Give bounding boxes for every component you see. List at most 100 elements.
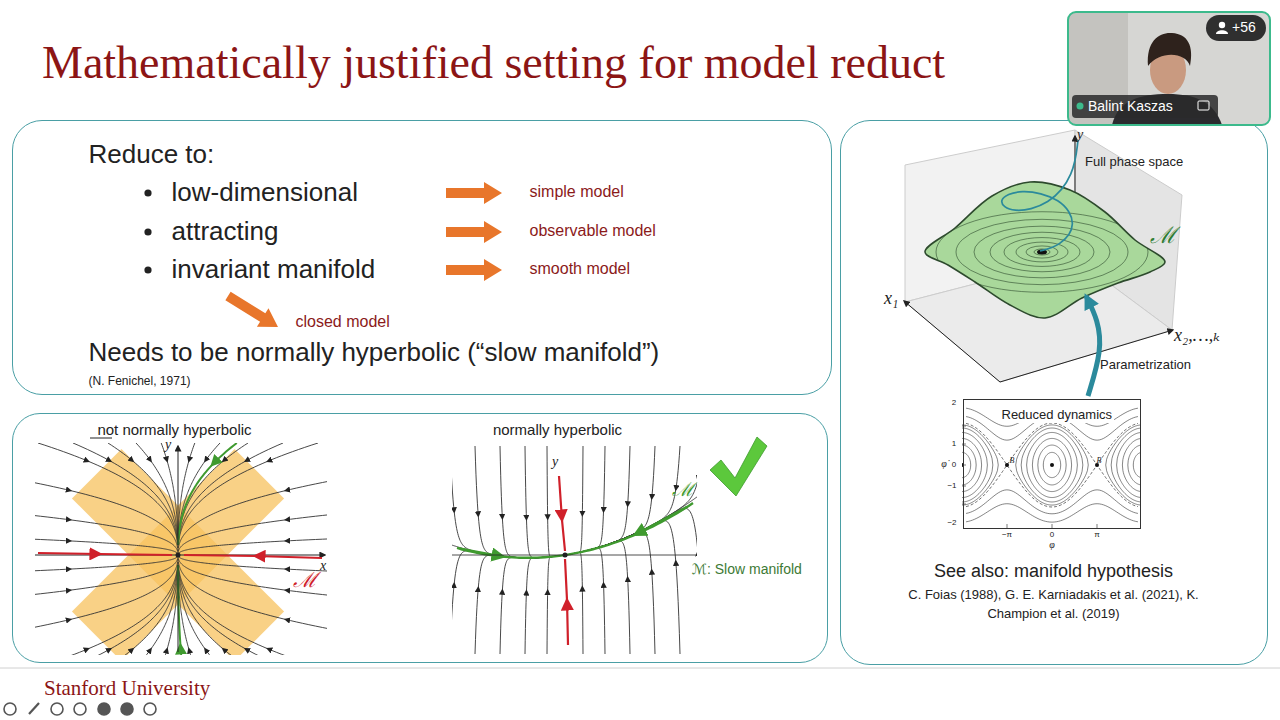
- tick: [1052, 524, 1053, 528]
- trajectory: [178, 565, 267, 648]
- participant-icon: [1216, 30, 1228, 34]
- orbit: [990, 232, 1094, 272]
- node-text: Needs to be normally hyperbolic (“slow m…: [89, 337, 660, 368]
- annotation-label: 0: [1040, 530, 1064, 540]
- annotation-label: π: [1085, 530, 1109, 540]
- trajectory: [500, 590, 502, 654]
- trajectory: [478, 516, 547, 557]
- trajectory: [133, 565, 177, 648]
- phase-space-3d: [904, 130, 1182, 396]
- trajectory: [285, 619, 327, 632]
- bullet: [144, 228, 151, 235]
- trajectory: [35, 590, 71, 597]
- trajectory: [178, 565, 245, 648]
- toolbar-icon: [51, 703, 63, 715]
- trajectory: [108, 649, 133, 655]
- annotation-label: 2: [944, 398, 964, 408]
- node-text: invariant manifold: [172, 254, 376, 285]
- trajectory: [133, 461, 177, 544]
- trajectory: [38, 443, 89, 461]
- slow-manifold: [635, 507, 687, 535]
- separatrix: [966, 465, 1138, 507]
- trajectory: [38, 649, 89, 655]
- axis: [452, 555, 697, 556]
- footer-logo: Stanford University: [44, 676, 210, 701]
- node-text: normally hyperbolic: [408, 421, 708, 439]
- trajectory: [161, 649, 167, 655]
- tick: [1097, 524, 1098, 528]
- person: [1150, 46, 1186, 94]
- trajectory: [525, 446, 526, 520]
- trajectory: [167, 461, 178, 544]
- trajectory: [178, 565, 205, 648]
- separatrix: [966, 423, 1138, 465]
- trajectory: [71, 491, 178, 548]
- trajectory: [628, 577, 630, 654]
- annotation-label: y: [153, 436, 183, 453]
- trajectory: [35, 513, 71, 520]
- orbit: [1122, 438, 1140, 491]
- participant-pill: [1206, 15, 1266, 41]
- orbit: [1021, 428, 1083, 502]
- checkmark: [710, 437, 767, 496]
- axis: [904, 301, 1000, 382]
- rotation-orbit: [966, 504, 1138, 522]
- share-icon: [1198, 101, 1209, 110]
- orbit: [1128, 445, 1140, 485]
- webcam-tile: [1068, 12, 1270, 125]
- trajectory: [548, 519, 562, 556]
- trajectory: [475, 587, 478, 654]
- panel-box: See also: manifold hypothesisC. Foias (1…: [840, 120, 1268, 665]
- phase-portrait: [452, 446, 697, 654]
- fixed-point: [176, 553, 181, 558]
- fixed-point: [563, 553, 568, 558]
- node-text: attracting: [172, 216, 279, 247]
- annotation-label: −π: [995, 530, 1019, 540]
- trajectory: [582, 587, 584, 654]
- toolbar-icon: [29, 703, 39, 714]
- trajectory: [525, 591, 526, 654]
- trajectory: [285, 538, 327, 541]
- annotation-label: φ̇: [934, 458, 954, 470]
- node-text: Reduced dynamics: [1000, 407, 1115, 423]
- node-text: Reduce to:: [89, 139, 215, 170]
- orbit: [962, 438, 982, 491]
- orbit: [1106, 425, 1140, 505]
- trajectory: [548, 556, 562, 591]
- trajectory: [223, 649, 248, 655]
- trajectory: [267, 649, 318, 655]
- trajectory: [89, 461, 178, 544]
- trajectory: [71, 562, 178, 619]
- trajectory: [71, 557, 178, 570]
- trajectory: [569, 552, 583, 586]
- trajectory: [178, 562, 285, 619]
- footer-rule: [0, 668, 1280, 669]
- orbit: [1032, 438, 1071, 491]
- trajectory: [604, 583, 605, 654]
- node-text: (N. Fenichel, 1971): [89, 374, 191, 388]
- underline: [90, 438, 112, 439]
- toolbar-icon: [121, 703, 133, 715]
- trajectory: [569, 516, 583, 555]
- node-text: observable model: [530, 221, 656, 240]
- orange-arrow: [222, 287, 284, 337]
- orbit: [936, 212, 1148, 293]
- annotation-label: φ: [1040, 539, 1064, 551]
- webcam-background: [1068, 12, 1270, 125]
- trajectory: [111, 461, 178, 544]
- trajectory: [178, 541, 285, 554]
- trajectory: [500, 446, 502, 519]
- node-text: See also: manifold hypothesis: [854, 560, 1254, 582]
- toolbar-icon: [74, 703, 86, 715]
- annotation-label: 1: [944, 439, 964, 449]
- orbit: [962, 425, 998, 505]
- trajectory: [35, 538, 71, 541]
- trajectory: [189, 649, 195, 655]
- panel-box: Reduce to:low-dimensionalattractinginvar…: [12, 120, 832, 395]
- stable-manifold: [180, 645, 182, 655]
- node-text: simple model: [530, 182, 624, 201]
- webcam-border: [1068, 12, 1270, 125]
- bullet: [144, 189, 151, 196]
- orbit: [1133, 452, 1140, 477]
